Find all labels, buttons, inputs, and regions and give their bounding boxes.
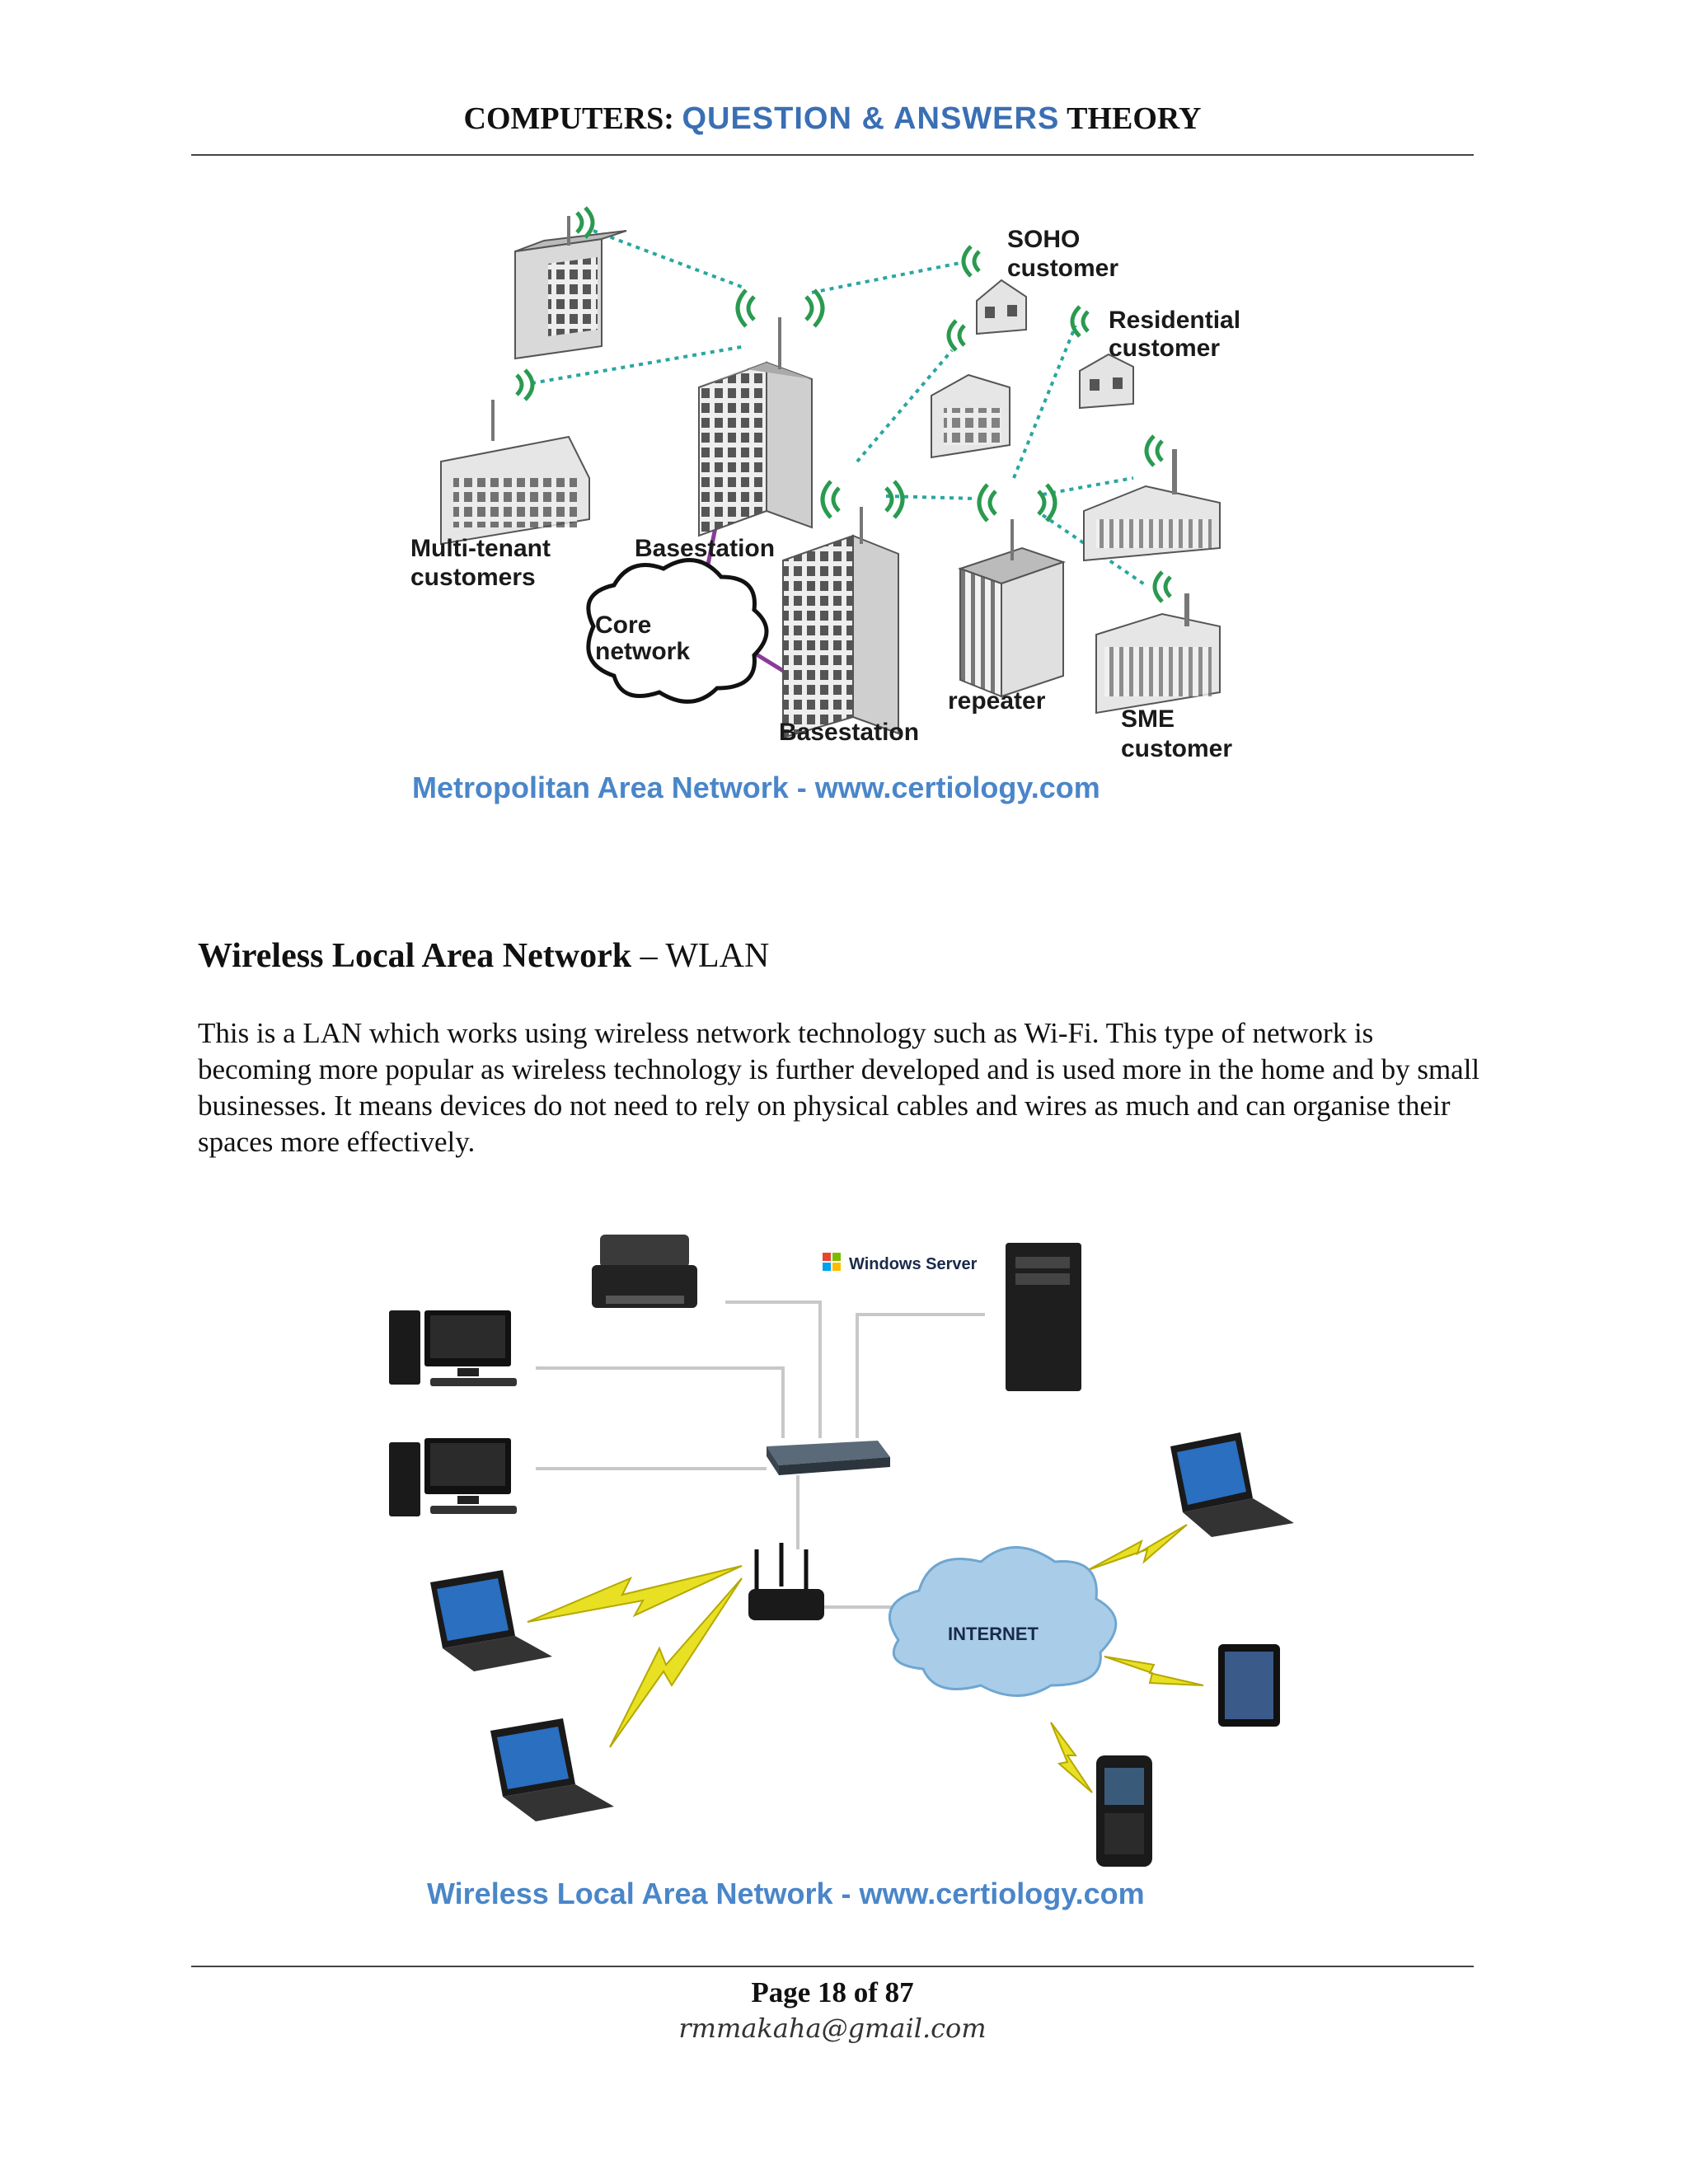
basestation-top-label: Basestation (635, 535, 775, 562)
sme-label-line2: customer (1121, 735, 1232, 762)
residential-label-line1: Residential (1109, 307, 1240, 334)
header-rule (191, 154, 1474, 156)
factory-icon (1083, 449, 1221, 562)
wireless-links (531, 229, 1147, 587)
header-suffix: THEORY (1067, 101, 1202, 136)
man-caption: Metropolitan Area Network - www.certiolo… (412, 771, 1100, 804)
header-highlight: QUESTION & ANSWERS (682, 101, 1060, 136)
multitenant-building-icon (440, 400, 590, 546)
wlan-diagram: Windows Server (389, 1235, 1294, 1910)
footer-email: rmmakaha@gmail.com (678, 2013, 987, 2044)
page-header: COMPUTERS: QUESTION & ANSWERS THEORY (191, 101, 1474, 137)
section-paragraph: This is a LAN which works using wireless… (198, 1017, 1480, 1158)
sme-label-line1: SME (1121, 705, 1175, 733)
server-tower-icon (1006, 1243, 1081, 1391)
smartphone-icon (1096, 1755, 1152, 1867)
multitenant-label-line1: Multi-tenant (410, 535, 551, 562)
wireless-signal-bolts (527, 1524, 1204, 1793)
internet-cloud-icon: INTERNET (889, 1546, 1118, 1697)
basestation-bottom-label: Basestation (779, 719, 919, 746)
soho-label-line1: SOHO (1007, 226, 1080, 253)
house-icon (931, 373, 1010, 459)
header-separator: : (663, 101, 674, 136)
windows-logo-icon (823, 1253, 841, 1271)
section-title-bold: Wireless Local Area Network (198, 937, 632, 975)
footer-rule (191, 1966, 1474, 1967)
residential-house-icon (1079, 353, 1134, 410)
desktop-computer-icon (389, 1310, 517, 1386)
repeater-label: repeater (948, 687, 1046, 715)
printer-icon (592, 1235, 697, 1308)
core-network-label-line2: network (595, 638, 690, 665)
page-number: Page 18 of 87 (751, 1976, 914, 2008)
core-network-cloud (586, 558, 769, 704)
windows-server-label: Windows Server (849, 1255, 978, 1273)
internet-label: INTERNET (948, 1624, 1039, 1644)
tablet-icon (1218, 1644, 1280, 1727)
wlan-caption: Wireless Local Area Network - www.certio… (427, 1877, 1145, 1910)
header-prefix: COMPUTERS (463, 101, 664, 136)
soho-label-line2: customer (1007, 255, 1118, 282)
network-cables (536, 1301, 985, 1609)
section-title-rest: – WLAN (631, 937, 770, 975)
laptop-icon-left-2 (490, 1718, 614, 1821)
wifi-signal-icons (515, 206, 1172, 603)
desktop-computer-icon-2 (389, 1438, 517, 1516)
laptop-icon-right (1170, 1432, 1294, 1537)
sme-factory-icon (1095, 593, 1221, 715)
core-network-label-line1: Core (595, 612, 651, 639)
basestation-tower-icon-2 (782, 507, 899, 739)
network-switch-icon (767, 1441, 890, 1475)
wireless-router-icon (748, 1543, 824, 1620)
laptop-icon-left-1 (430, 1570, 552, 1671)
repeater-icon (957, 519, 1067, 698)
multitenant-label-line2: customers (410, 564, 536, 591)
basestation-tower-icon (698, 317, 813, 537)
man-diagram: SOHO customer Residential customer Multi… (410, 206, 1240, 804)
section-title: Wireless Local Area Network – WLAN (198, 936, 769, 976)
soho-house-icon (976, 279, 1027, 335)
residential-label-line2: customer (1109, 335, 1220, 362)
office-building-icon (514, 216, 627, 360)
